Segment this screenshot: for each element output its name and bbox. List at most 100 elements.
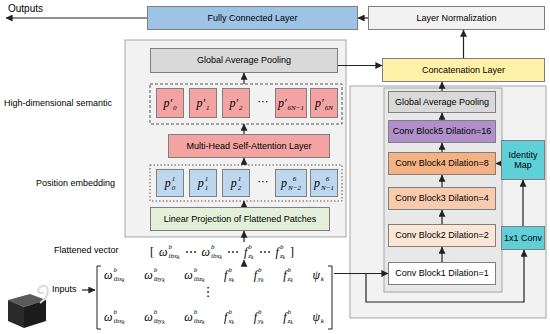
subscript-row: 1 (206, 104, 210, 112)
subscript-row: xk (228, 317, 234, 325)
ellipsis: ⋮ (200, 284, 216, 300)
script-stack: bzk (280, 243, 285, 260)
subscript-row: N−2 (288, 184, 301, 192)
layer-box: Global Average Pooling (150, 48, 338, 73)
flow-arrow (243, 231, 244, 242)
math-symbol: f (224, 311, 227, 323)
script-stack: bxk (228, 266, 234, 283)
flow-arrow (243, 260, 244, 266)
math-symbol: ω (104, 311, 112, 323)
sub-subscript: k (202, 319, 204, 325)
input-matrix-row: ωbibxkωbibykωbibzkfbxkfbykfbzkψk (104, 308, 324, 325)
sub-subscript: k (290, 319, 292, 325)
script-stack: 2 (239, 95, 243, 112)
script-stack: bzk (288, 308, 293, 325)
layer-box: Linear Projection of Flattened Patches (150, 207, 330, 231)
math-symbol: f (224, 269, 227, 281)
subscript: ibz (194, 275, 202, 283)
script-stack: 6N (325, 95, 333, 112)
box-content: Global Average Pooling (197, 55, 291, 65)
embedding-token: p6N−1 (310, 169, 338, 197)
sub-subscript: k (220, 254, 222, 260)
layer-box: 1x1 Conv (501, 226, 545, 250)
subscript: 2 (238, 184, 242, 192)
box-text: Identity Map (503, 150, 543, 171)
math-symbol: f (283, 311, 286, 323)
layer-box: Conv Block3 Dilation=4 (388, 187, 496, 210)
math-term: ωbibyk (144, 308, 165, 325)
math-term: fbzk (283, 308, 293, 325)
script-stack: 6N−1 (321, 175, 334, 192)
math-symbol: f (254, 311, 257, 323)
superscript: b (168, 243, 179, 251)
math-symbol: p′ (229, 97, 238, 109)
subscript-row: 0 (173, 104, 177, 112)
script-stack: bibyk (154, 308, 165, 325)
subscript: iby (154, 317, 163, 325)
layer-box: Conv Block1 Dilation=1 (388, 262, 496, 285)
math-symbol: ω (144, 269, 152, 281)
subscript-row: 6N (325, 104, 333, 112)
box-content: p12 (231, 175, 242, 192)
layer-box: Multi-Head Self-Attention Layer (168, 134, 330, 158)
math-term: ωbibxk (104, 266, 125, 283)
flow-arrow (243, 124, 244, 134)
superscript: b (113, 266, 124, 274)
math-term: ωbibzk (184, 266, 204, 283)
math-term: p10 (165, 175, 176, 192)
input-arrow (334, 273, 388, 274)
box-content: p6N−1 (314, 175, 334, 192)
embedding-token: p6N−2 (275, 169, 307, 197)
embedding-token: p′6N−1 (275, 88, 307, 118)
box-content: p′1 (196, 95, 209, 112)
math-term: fbxk (224, 308, 234, 325)
superscript: b (113, 308, 124, 316)
box-text: 1x1 Conv (504, 233, 542, 243)
box-content: 1x1 Conv (504, 233, 542, 243)
script-stack: bibxk (113, 308, 124, 325)
sub-subscript: k (261, 277, 263, 283)
math-term: fbyk (254, 308, 264, 325)
subscript: ibz (194, 317, 202, 325)
math-term: p6N−1 (314, 175, 334, 192)
box-content: Conv Block4 Dilation=8 (395, 158, 488, 168)
math-term: fbxk (224, 266, 234, 283)
flow-connector (441, 247, 442, 262)
math-term: p12 (231, 175, 242, 192)
superscript: b (258, 308, 264, 316)
annotation-label: Position embedding (36, 178, 115, 189)
embedding-group (150, 165, 342, 201)
subscript-row: yk (258, 317, 264, 325)
flattened-vector: [ωbibxk⋯ωbibxk⋯fbzk⋯fbzk] (150, 243, 294, 260)
subscript: y (258, 317, 261, 325)
subscript: 6N (325, 104, 333, 112)
subscript-row: zk (288, 275, 293, 283)
subscript: z (280, 252, 283, 260)
script-gap (206, 95, 210, 103)
script-stack: bzk (248, 243, 253, 260)
box-text: Conv Block4 Dilation=8 (395, 158, 488, 168)
transformer-panel (125, 40, 346, 237)
box-content: Fully Connected Layer (207, 13, 297, 23)
math-term: p′6N−1 (278, 95, 304, 112)
subscript-row: 2 (239, 104, 243, 112)
conv-stack-panel (384, 88, 502, 292)
embedding-token: p11 (189, 169, 217, 197)
math-symbol: f (254, 269, 257, 281)
superscript: 6 (288, 175, 301, 183)
flow-connector (338, 65, 382, 66)
annotation-label: Flattened vector (54, 245, 119, 256)
script-stack: bibxk (113, 266, 124, 283)
sub-subscript: k (177, 254, 179, 260)
math-symbol: f (244, 246, 247, 258)
flow-connector (358, 17, 368, 18)
subscript-row: 6N−1 (288, 104, 304, 112)
math-term: fbyk (254, 266, 264, 283)
math-term: ωbibxk (202, 243, 223, 260)
embedding-token: p12 (222, 169, 250, 197)
box-text: Concatenation Layer (422, 65, 505, 75)
script-gap (321, 308, 324, 316)
box-content: Multi-Head Self-Attention Layer (186, 141, 311, 151)
superscript: b (228, 266, 234, 274)
annotation-label: Outputs (8, 3, 43, 15)
